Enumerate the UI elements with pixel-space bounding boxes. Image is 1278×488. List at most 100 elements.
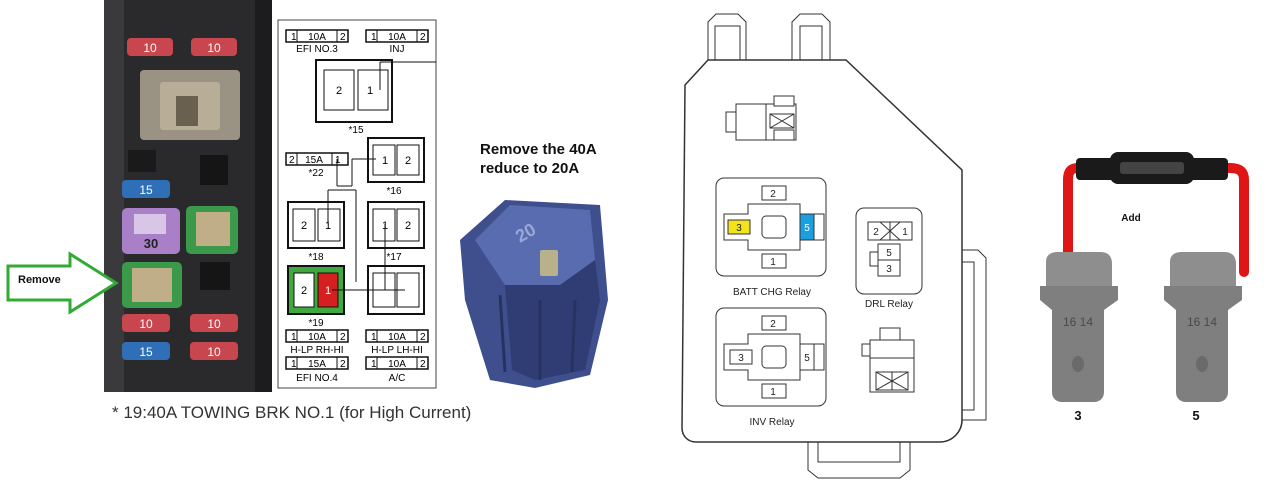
fuse-22: 2 15A 1 *22 — [285, 152, 349, 179]
fuse-layout-diagram: 1 10A 2 EFI NO.3 1 10A 2 INJ 2 1 *15 2 — [277, 19, 437, 389]
relay-16: 1 2 *16 — [367, 137, 425, 197]
photo-fuse-label: 15 — [139, 183, 153, 197]
terminal-stamp: 16 14 — [1063, 315, 1093, 329]
fuse-hlp-rh-hi: 1 10A 2 H-LP RH-HI — [285, 329, 349, 356]
photo-fuse-label: 10 — [139, 317, 153, 331]
rating: 10A — [388, 32, 406, 43]
fuse-name: EFI NO.3 — [296, 44, 338, 55]
photo-fuse-30a: 30 — [122, 208, 180, 254]
svg-text:1: 1 — [371, 332, 377, 343]
jumper-wire: Add — [1063, 152, 1249, 277]
svg-text:*16: *16 — [386, 186, 401, 197]
terminal-stamp: 16 14 — [1187, 315, 1217, 329]
rating: 10A — [308, 32, 326, 43]
remove-label: Remove — [18, 274, 61, 286]
photo-fuse-green — [186, 206, 238, 254]
svg-text:10A: 10A — [388, 332, 406, 343]
svg-text:15A: 15A — [305, 155, 323, 166]
drl-pin-mid: 5 — [886, 248, 892, 259]
remove-arrow — [6, 251, 119, 315]
callout-line-1: Remove the 40A — [480, 141, 597, 158]
inv-top-pin: 2 — [770, 319, 776, 330]
relay-18: 2 1 *18 — [287, 201, 345, 263]
connector-top — [725, 95, 797, 141]
footnote: * 19:40A TOWING BRK NO.1 (for High Curre… — [112, 403, 472, 422]
svg-text:10A: 10A — [388, 359, 406, 370]
pin: 2 — [340, 32, 346, 43]
svg-text:*17: *17 — [386, 252, 401, 263]
svg-text:1: 1 — [325, 285, 331, 297]
fuse-ac: 1 10A 2 A/C — [365, 356, 429, 384]
photo-fuse: 10 — [127, 38, 173, 56]
svg-text:2: 2 — [405, 220, 411, 232]
pin: 2 — [420, 32, 426, 43]
svg-text:1: 1 — [335, 155, 341, 166]
callout-line-2: reduce to 20A — [480, 160, 580, 177]
photo-fuse: 10 — [190, 342, 238, 360]
svg-text:2: 2 — [340, 359, 346, 370]
terminal-3-label: 3 — [1074, 408, 1081, 423]
svg-text:2: 2 — [420, 332, 426, 343]
photo-fuse: 10 — [122, 314, 170, 332]
inv-label: INV Relay — [749, 417, 794, 428]
photo-fuse: 15 — [122, 180, 170, 198]
svg-text:*15: *15 — [348, 125, 363, 136]
batt-chg-label: BATT CHG Relay — [733, 287, 811, 298]
svg-text:H-LP RH-HI: H-LP RH-HI — [290, 345, 343, 356]
svg-text:1: 1 — [291, 359, 297, 370]
relay-15: 2 1 *15 — [315, 59, 393, 136]
relay-17: 1 2 *17 — [367, 201, 425, 263]
svg-text:1: 1 — [371, 359, 377, 370]
terminal-5-label: 5 — [1192, 408, 1199, 423]
svg-text:1: 1 — [291, 332, 297, 343]
drl-label: DRL Relay — [865, 299, 913, 310]
inv-left-pin: 3 — [738, 353, 744, 364]
fuse-efi-no4: 1 15A 2 EFI NO.4 — [285, 356, 349, 384]
drl-pin-tl: 2 — [873, 227, 879, 238]
svg-text:A/C: A/C — [389, 373, 406, 384]
svg-text:1: 1 — [367, 85, 373, 97]
photo-fuse-label: 15 — [139, 345, 153, 359]
pin: 1 — [291, 32, 297, 43]
svg-text:2: 2 — [405, 155, 411, 167]
photo-fuse-green-removed — [122, 262, 182, 308]
photo-fuse-label: 30 — [144, 236, 158, 251]
batt-right-pin: 5 — [804, 223, 810, 234]
photo-fuse-label: 10 — [207, 345, 221, 359]
svg-text:1: 1 — [382, 155, 388, 167]
batt-bottom-pin: 1 — [770, 257, 776, 268]
fuse-name: INJ — [390, 44, 405, 55]
svg-text:*22: *22 — [308, 168, 323, 179]
blue-cartridge-fuse: 20 — [460, 200, 608, 388]
fuse-box-photo: 10 10 15 30 10 10 — [104, 0, 272, 392]
terminal-3: 16 14 3 — [1040, 252, 1118, 423]
svg-text:1: 1 — [325, 220, 331, 232]
svg-text:2: 2 — [340, 332, 346, 343]
fuse-19-highlight: 2 1 *19 — [287, 265, 345, 329]
photo-fuse-label: 10 — [207, 41, 221, 55]
terminal-5: 16 14 5 — [1164, 252, 1242, 423]
photo-fuse: 15 — [122, 342, 170, 360]
svg-text:10A: 10A — [308, 332, 326, 343]
drl-relay — [855, 207, 923, 295]
add-label: Add — [1121, 213, 1140, 224]
callout-text: Remove the 40A reduce to 20A — [480, 140, 597, 178]
svg-text:2: 2 — [301, 220, 307, 232]
batt-top-pin: 2 — [770, 189, 776, 200]
fuse-hlp-lh-hi: 1 10A 2 H-LP LH-HI — [365, 329, 429, 356]
wiring-lines — [327, 61, 436, 291]
relay-box-diagram — [681, 13, 987, 479]
inv-right-pin: 5 — [804, 353, 810, 364]
pin: 1 — [371, 32, 377, 43]
connector-bottom — [861, 327, 915, 393]
inv-bottom-pin: 1 — [770, 387, 776, 398]
photo-fuse: 10 — [190, 314, 238, 332]
inv-relay — [715, 307, 827, 407]
svg-text:*18: *18 — [308, 252, 323, 263]
fuse-efi-no3: 1 10A 2 EFI NO.3 — [285, 29, 349, 55]
batt-chg-relay — [715, 177, 827, 277]
photo-fuse-label: 10 — [207, 317, 221, 331]
svg-text:2: 2 — [301, 285, 307, 297]
svg-text:2: 2 — [420, 359, 426, 370]
